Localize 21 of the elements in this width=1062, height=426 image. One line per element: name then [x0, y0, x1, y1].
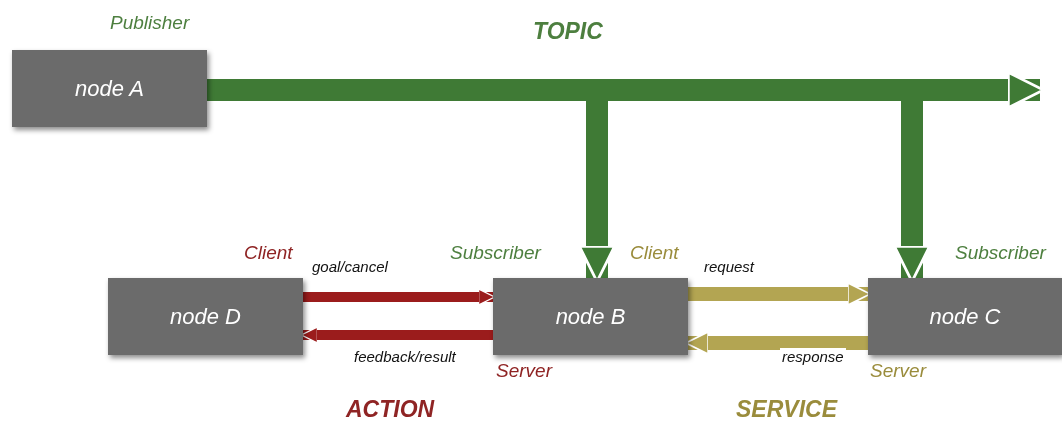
edge-label: goal/cancel: [310, 258, 390, 275]
edge-label: feedback/result: [352, 348, 458, 365]
role-label: Subscriber: [450, 242, 541, 264]
node-label: node D: [170, 303, 241, 330]
node-label: node A: [75, 75, 144, 102]
role-label: Client: [244, 242, 293, 264]
node-label: node C: [929, 303, 1001, 330]
role-label: Subscriber: [955, 242, 1046, 264]
node-box: [493, 278, 688, 355]
node-box: [108, 278, 303, 355]
node-box: [868, 278, 1062, 355]
section-title: ACTION: [346, 396, 435, 423]
node-box: [12, 50, 207, 127]
role-label: Server: [870, 360, 926, 382]
role-label: Client: [630, 242, 679, 264]
edge-label: response: [780, 348, 846, 365]
section-title: SERVICE: [736, 396, 837, 423]
section-title: TOPIC: [533, 18, 603, 45]
node-label: node B: [555, 303, 626, 330]
role-label: Publisher: [110, 12, 190, 34]
role-label: Server: [496, 360, 552, 382]
